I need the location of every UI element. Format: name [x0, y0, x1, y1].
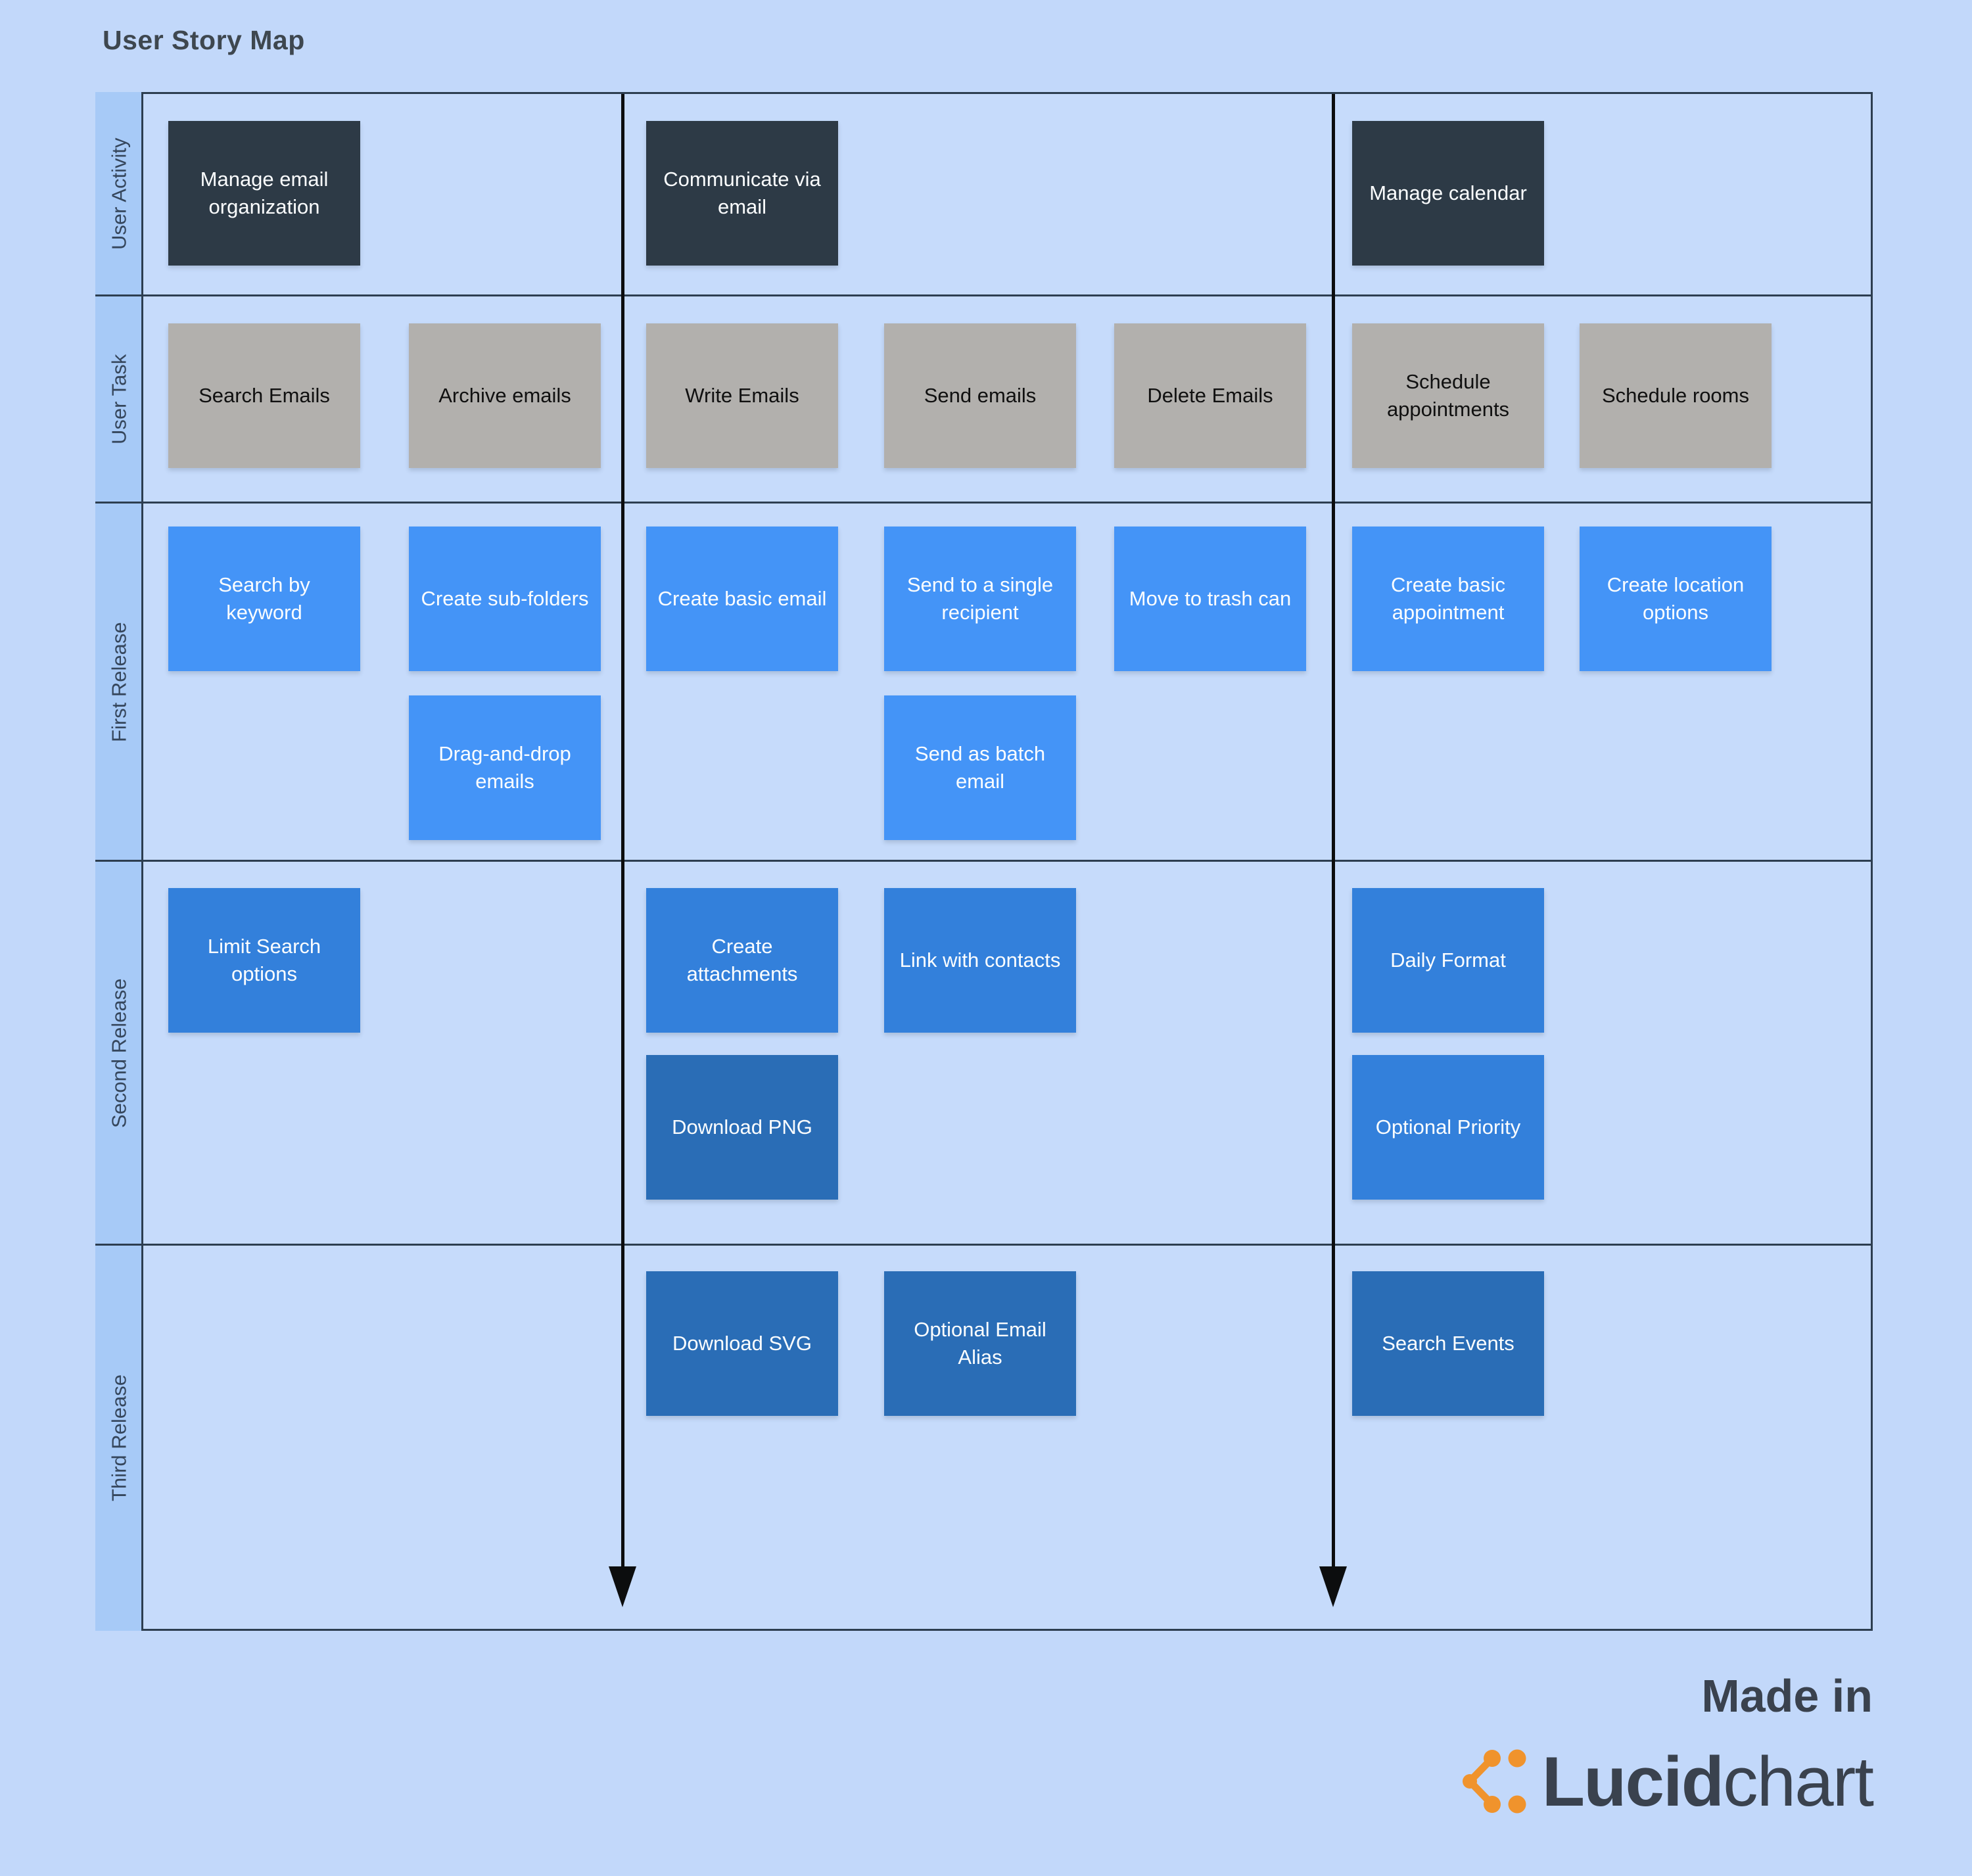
logo-text-light: chart	[1723, 1742, 1874, 1821]
story-card: Download SVG	[646, 1271, 838, 1416]
story-card: Delete Emails	[1114, 323, 1306, 468]
story-card: Search by keyword	[168, 527, 360, 671]
story-card: Send as batch email	[884, 695, 1076, 840]
story-card: Create location options	[1580, 527, 1772, 671]
arrow-head-icon	[1319, 1566, 1347, 1607]
column-divider-arrow	[1332, 94, 1335, 1566]
logo-text-bold: Lucid	[1541, 1742, 1724, 1821]
column-divider-arrow	[621, 94, 624, 1566]
arrow-head-icon	[609, 1566, 636, 1607]
story-card: Schedule rooms	[1580, 323, 1772, 468]
row-divider	[95, 1244, 1873, 1246]
story-card: Manage calendar	[1352, 121, 1544, 266]
story-card: Daily Format	[1352, 888, 1544, 1033]
story-card: Move to trash can	[1114, 527, 1306, 671]
story-card: Drag-and-drop emails	[409, 695, 601, 840]
story-card: Create sub-folders	[409, 527, 601, 671]
row-label-third-release: Third Release	[107, 1374, 131, 1501]
story-card: Optional Priority	[1352, 1055, 1544, 1200]
row-divider	[95, 860, 1873, 862]
lucidchart-wordmark: Lucidchart	[1541, 1741, 1874, 1822]
row-label-user-activity: User Activity	[107, 137, 131, 250]
story-card: Manage email organization	[168, 121, 360, 266]
story-card: Link with contacts	[884, 888, 1076, 1033]
story-card: Search Emails	[168, 323, 360, 468]
row-label-first-release: First Release	[107, 622, 131, 742]
story-card: Send emails	[884, 323, 1076, 468]
story-card: Download PNG	[646, 1055, 838, 1200]
story-card: Create attachments	[646, 888, 838, 1033]
story-card: Communicate via email	[646, 121, 838, 266]
story-card: Create basic email	[646, 527, 838, 671]
row-label-second-release: Second Release	[107, 978, 131, 1128]
story-card: Create basic appointment	[1352, 527, 1544, 671]
story-card: Optional Email Alias	[884, 1271, 1076, 1416]
made-in-text: Made in	[1701, 1670, 1873, 1722]
page-title: User Story Map	[103, 25, 305, 55]
story-card: Write Emails	[646, 323, 838, 468]
lucidchart-logo: Lucidchart	[1462, 1741, 1874, 1822]
story-card: Search Events	[1352, 1271, 1544, 1416]
row-label-user-task: User Task	[107, 354, 131, 445]
lucidchart-icon	[1462, 1749, 1526, 1814]
story-card: Archive emails	[409, 323, 601, 468]
story-card: Schedule appointments	[1352, 323, 1544, 468]
row-divider	[95, 294, 1873, 296]
row-divider	[95, 502, 1873, 504]
story-card: Limit Search options	[168, 888, 360, 1033]
story-card: Send to a single recipient	[884, 527, 1076, 671]
